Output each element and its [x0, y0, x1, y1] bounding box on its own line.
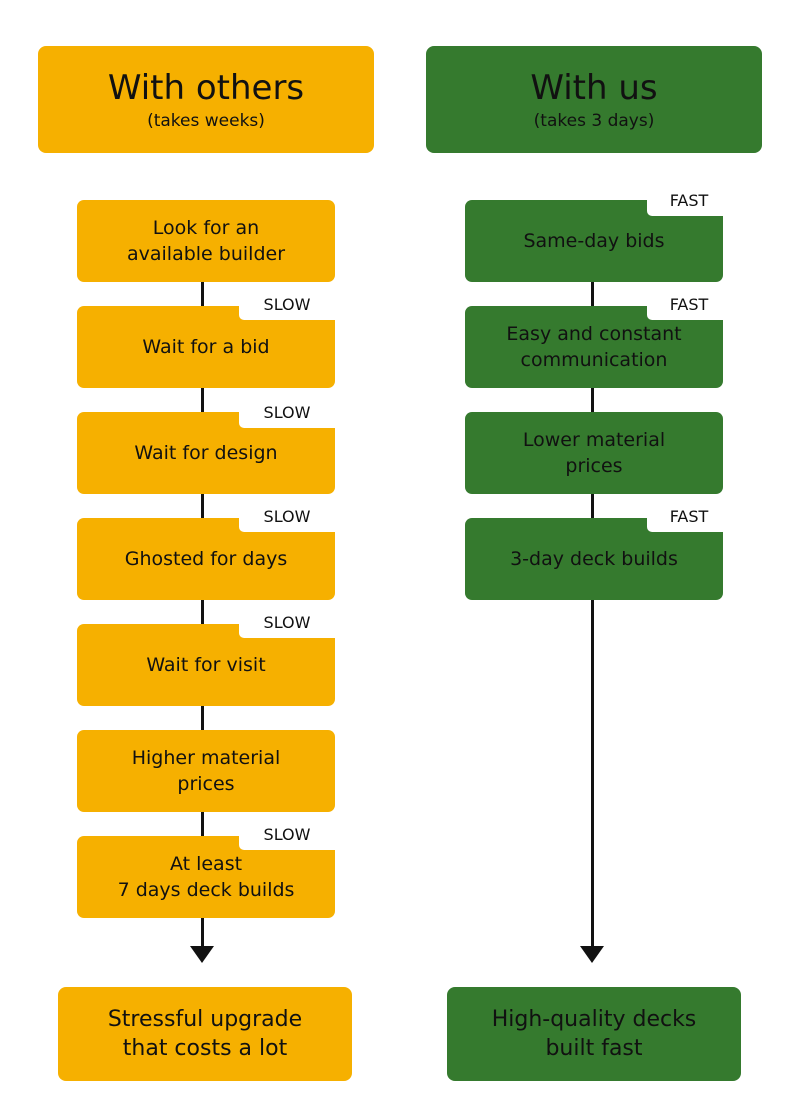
left-step: At least 7 days deck builds SLOW — [77, 820, 335, 918]
left-step-label: Wait for visit — [146, 654, 266, 676]
left-step: Wait for visit SLOW — [77, 608, 335, 706]
right-result-label: High-quality decks built fast — [491, 1007, 697, 1061]
right-step: Same-day bids FAST — [465, 186, 731, 282]
left-step: Ghosted for days SLOW — [77, 502, 335, 600]
right-result: High-quality decks built fast — [447, 987, 741, 1081]
left-title: With others — [107, 67, 305, 108]
slow-tag: SLOW — [239, 608, 335, 638]
right-title: With us — [530, 67, 658, 108]
fast-tag: FAST — [647, 502, 731, 532]
right-arrow-head — [580, 946, 604, 963]
right-step-label: Same-day bids — [523, 230, 665, 252]
left-step-label: At least 7 days deck builds — [117, 853, 295, 901]
left-step: Higher material prices — [77, 730, 335, 812]
left-step-label: Look for an available builder — [126, 217, 286, 265]
left-subtitle: (takes weeks) — [147, 110, 265, 131]
left-result: Stressful upgrade that costs a lot — [58, 987, 352, 1081]
left-step: Look for an available builder — [77, 200, 335, 282]
right-step: Easy and constant communication FAST — [465, 290, 731, 388]
right-header: With us (takes 3 days) — [426, 46, 762, 153]
right-step-label: 3-day deck builds — [510, 548, 678, 570]
slow-tag: SLOW — [239, 820, 335, 850]
left-step-label: Ghosted for days — [124, 548, 288, 570]
slow-tag: SLOW — [239, 398, 335, 428]
left-step-label: Higher material prices — [131, 747, 281, 795]
left-step-label: Wait for design — [134, 442, 278, 464]
fast-tag: FAST — [647, 290, 731, 320]
right-flow-line — [591, 280, 594, 948]
left-result-label: Stressful upgrade that costs a lot — [107, 1007, 303, 1061]
left-header: With others (takes weeks) — [38, 46, 374, 153]
left-step-label: Wait for a bid — [142, 336, 270, 358]
right-subtitle: (takes 3 days) — [533, 110, 655, 131]
left-step: Wait for design SLOW — [77, 398, 335, 494]
slow-tag: SLOW — [239, 290, 335, 320]
left-arrow-head — [190, 946, 214, 963]
right-step-label: Lower material prices — [522, 429, 666, 477]
fast-tag: FAST — [647, 186, 731, 216]
right-step: Lower material prices — [465, 412, 723, 494]
right-step: 3-day deck builds FAST — [465, 502, 731, 600]
left-flow-line — [201, 280, 204, 948]
left-step: Wait for a bid SLOW — [77, 290, 335, 388]
right-step-label: Easy and constant communication — [506, 323, 682, 371]
slow-tag: SLOW — [239, 502, 335, 532]
